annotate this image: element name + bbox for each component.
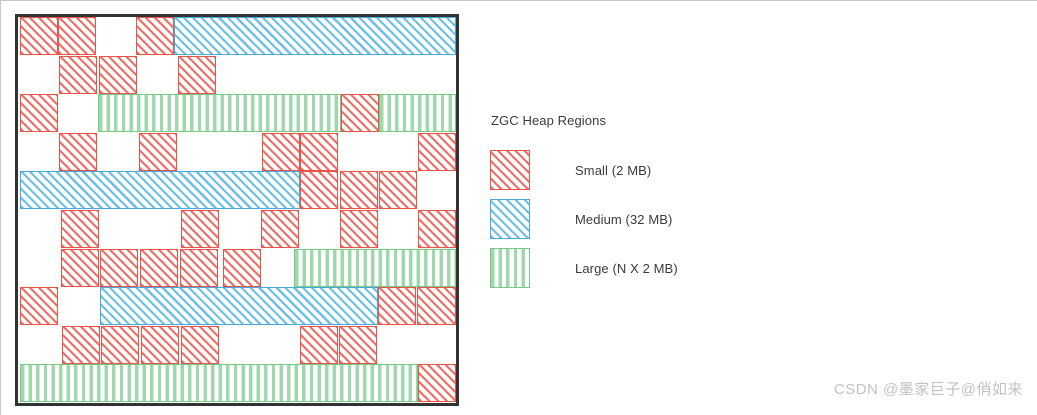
heap-region-small [61,248,99,287]
legend-swatch-small-icon [490,150,530,190]
heap-region-small [62,325,100,364]
heap-region-large [98,94,341,133]
heap-region-small [99,55,137,94]
legend-swatch-medium-icon [490,199,530,239]
heap-region-large [294,248,456,287]
heap-region-small [418,132,456,171]
heap-region-small [340,171,378,210]
heap-region-small [20,287,58,326]
heap-region-small [100,248,138,287]
heap-region-large [20,364,418,403]
legend-title: ZGC Heap Regions [491,113,607,128]
heap-region-small [58,17,96,55]
heap-region-small [379,171,417,210]
heap-region-small [140,248,178,287]
heap-region-small [417,287,456,326]
legend-label-large: Large (N X 2 MB) [575,260,678,276]
heap-region-medium [100,287,378,326]
heap-region-small [300,325,338,364]
heap-region-small [300,171,338,210]
heap-region-small [139,132,177,171]
heap-region-small [181,325,219,364]
heap-region-small [61,210,99,248]
heap-region-small [378,287,416,326]
heap-region-small [300,132,338,171]
zgc-heap-diagram [15,14,459,406]
legend-item-medium: Medium (32 MB) [490,199,820,239]
legend-item-large: Large (N X 2 MB) [490,248,820,288]
legend-swatch-large-icon [490,248,530,288]
heap-region-large [379,94,456,133]
legend-label-medium: Medium (32 MB) [575,211,673,227]
legend-item-small: Small (2 MB) [490,150,820,190]
heap-region-small [261,210,299,248]
heap-region-small [136,17,174,55]
heap-region-small [181,210,219,248]
heap-region-small [59,55,97,94]
heap-region-small [418,210,456,248]
heap-region-small [141,325,179,364]
watermark-text: CSDN @墨家巨子@俏如来 [833,381,1023,398]
heap-region-small [178,55,216,94]
heap-region-small [340,210,378,248]
heap-region-medium [174,17,456,55]
legend: ZGC Heap Regions Small (2 MB) Medium (32 … [490,113,820,297]
heap-region-small [180,248,218,287]
heap-region-small [339,325,377,364]
heap-region-small [20,17,58,55]
heap-region-medium [20,171,300,210]
heap-region-small [101,325,139,364]
heap-region-small [20,94,58,133]
legend-items: Small (2 MB) Medium (32 MB) Large (N X 2 M… [490,150,820,288]
heap-region-small [262,132,300,171]
heap-region-grid [18,17,456,403]
heap-region-small [223,248,261,287]
heap-region-small [59,132,97,171]
heap-region-small [341,94,379,133]
heap-region-small [418,364,456,403]
legend-label-small: Small (2 MB) [575,162,652,178]
